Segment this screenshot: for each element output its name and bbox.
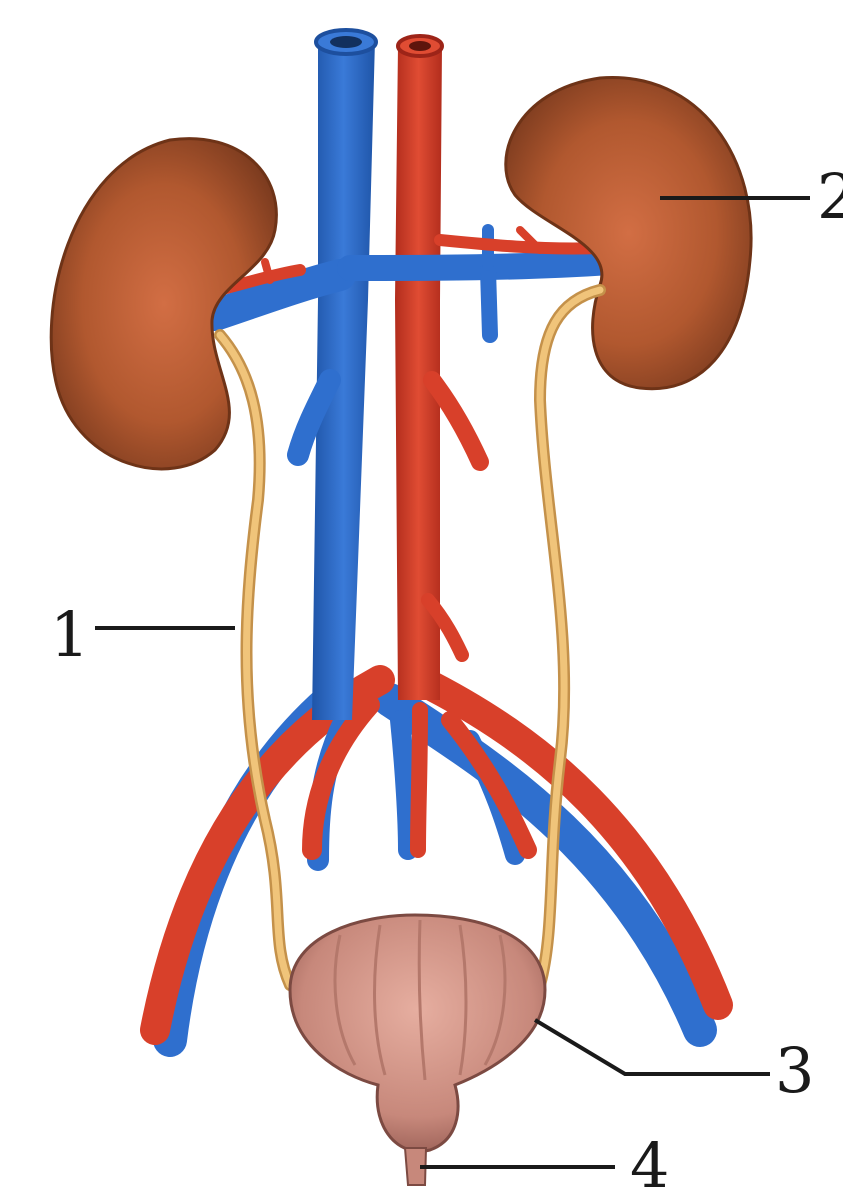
- inferior-vena-cava: [298, 30, 376, 720]
- leader-line-3: [535, 1020, 770, 1074]
- mid-vein-branch: [400, 720, 408, 850]
- label-2: 2: [817, 166, 843, 228]
- label-3: 3: [775, 1040, 814, 1102]
- urinary-bladder: [290, 915, 545, 1151]
- label-1: 1: [50, 604, 89, 666]
- abdominal-aorta: [395, 36, 480, 700]
- mid-artery-branch: [418, 710, 420, 850]
- label-4: 4: [630, 1135, 669, 1188]
